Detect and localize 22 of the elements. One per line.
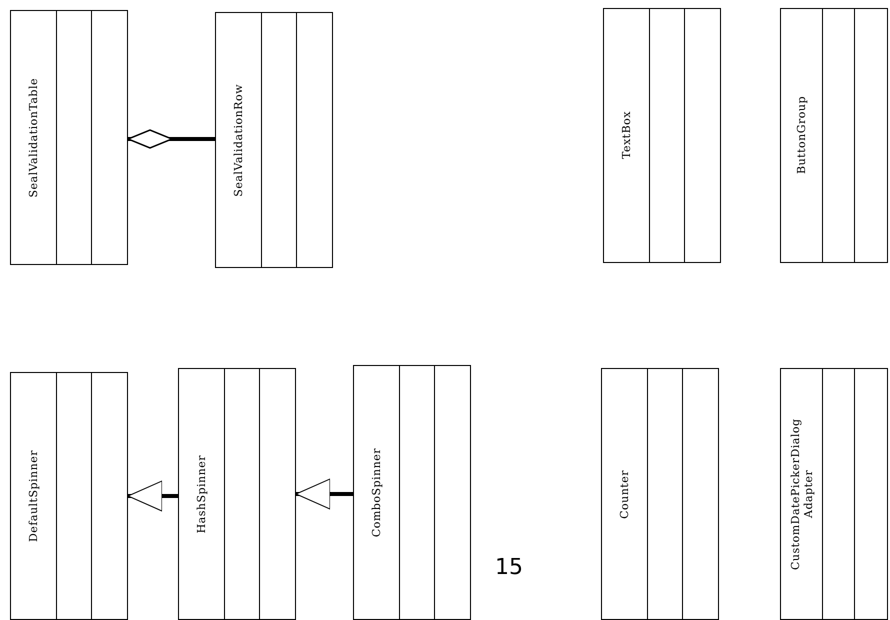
class-name: CustomDatePickerDialog Adapter xyxy=(788,417,815,572)
class-name: Counter xyxy=(618,470,631,518)
class-name: DefaultSpinner xyxy=(27,450,40,542)
class-name: SealValidationRow xyxy=(232,84,245,196)
class-box xyxy=(601,368,719,620)
page-number: 15 xyxy=(495,555,523,580)
class-box xyxy=(603,8,721,263)
class-name: TextBox xyxy=(620,111,633,160)
class-name: HashSpinner xyxy=(195,454,208,534)
class-box xyxy=(353,365,471,620)
class-box xyxy=(10,10,128,265)
class-name: ComboSpinner xyxy=(370,448,383,538)
aggregation-connector xyxy=(127,129,215,149)
class-name: ButtonGroup xyxy=(795,96,808,174)
class-name: SealValidationTable xyxy=(27,78,40,198)
class-box xyxy=(780,8,888,263)
inheritance-arrow xyxy=(296,478,353,510)
class-box xyxy=(178,368,296,620)
class-box xyxy=(780,368,888,620)
class-box xyxy=(215,12,333,268)
class-box xyxy=(10,372,128,620)
inheritance-arrow xyxy=(128,480,178,512)
